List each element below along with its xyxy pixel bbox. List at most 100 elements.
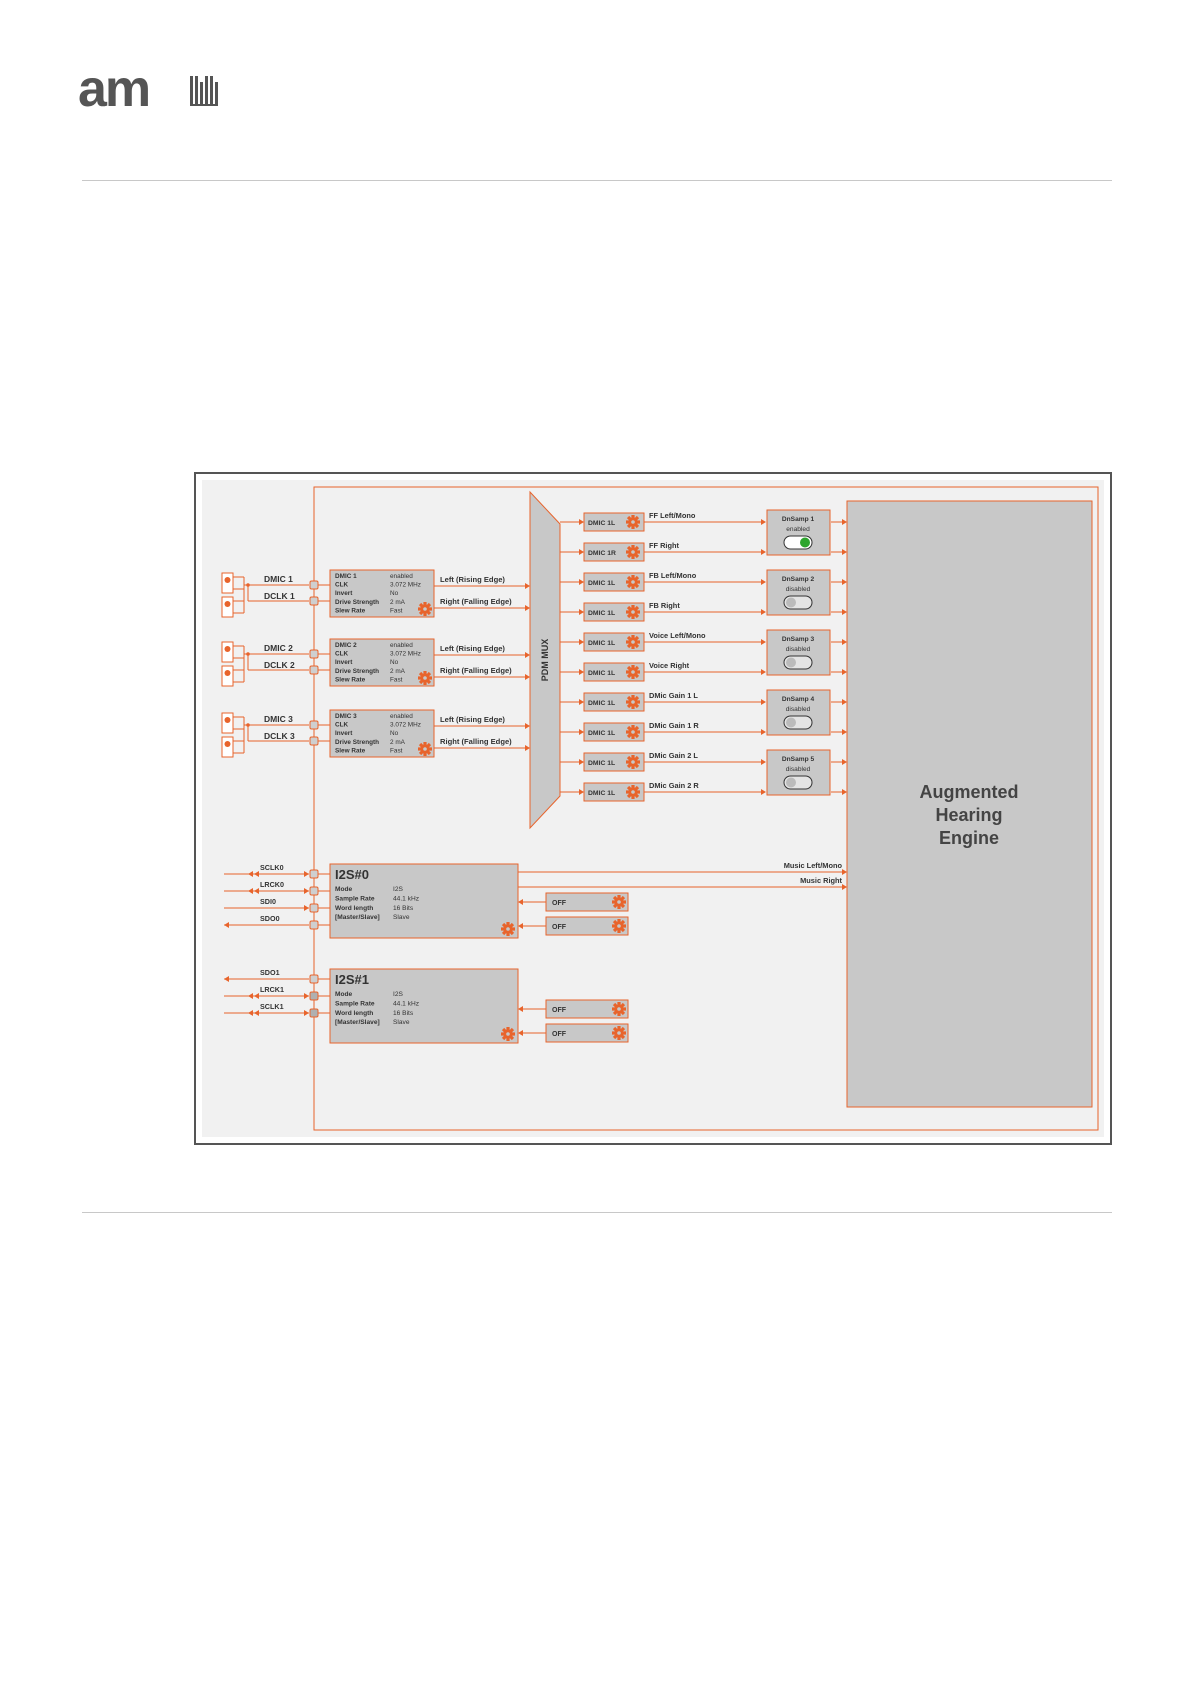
off-settings-gear-icon[interactable] [612,895,626,909]
gear-hole [506,1032,510,1036]
mux-settings-gear-icon[interactable] [626,635,640,649]
arrow-icon [761,789,766,795]
off-settings-gear-icon[interactable] [612,1026,626,1040]
dmic-settings-gear-icon[interactable] [418,742,432,756]
mux-settings-gear-icon[interactable] [626,545,640,559]
chip-outline [313,486,1099,1131]
dnsamp-state: disabled [786,646,811,653]
gear-hole [617,924,621,928]
mux-settings-gear-icon[interactable] [626,575,640,589]
mux-settings-gear-icon[interactable] [626,605,640,619]
gear-tooth [506,1027,510,1031]
pin-in-arrow-icon [304,1010,309,1016]
dmic-config-block[interactable] [329,569,435,618]
i2s-title: I2S#0 [335,867,369,882]
pin-bidir-arrow-icon [248,888,253,894]
gear-tooth [617,895,621,899]
dmic-param-name: DMIC 3 [335,713,357,720]
i2s-config-block[interactable] [329,863,519,939]
i2s-param-name: Sample Rate [335,895,375,902]
dmic-config-block[interactable] [329,638,435,687]
i2s-title: I2S#1 [335,972,369,987]
mux-settings-gear-icon[interactable] [626,515,640,529]
dnsamp-toggle[interactable] [783,535,813,550]
pin-bidir-arrow-icon [248,871,253,877]
gear-tooth [631,765,635,769]
i2s-settings-gear-icon[interactable] [501,1027,515,1041]
dmic-pad [309,720,319,730]
dmic-config-block[interactable] [329,709,435,758]
route-label: DMic Gain 1 L [649,691,698,700]
gear-tooth [423,671,427,675]
mux-settings-gear-icon[interactable] [626,785,640,799]
i2s-pin-label: SDO0 [260,914,280,923]
dnsamp-toggle[interactable] [783,595,813,610]
arrow-icon [761,699,766,705]
gear-tooth [631,525,635,529]
header-rule [82,180,1112,181]
i2s-param-name: Mode [335,886,353,893]
gear-tooth [631,735,635,739]
i2s-pin-label: LRCK0 [260,880,284,889]
route-label: Voice Right [649,661,690,670]
right-output-label: Right (Falling Edge) [440,666,512,675]
i2s-pin-label: SCLK1 [260,1002,284,1011]
pdm-mux [529,490,561,830]
dmic-pad [309,580,319,590]
off-settings-gear-icon[interactable] [612,919,626,933]
mux-settings-gear-icon[interactable] [626,665,640,679]
i2s-pin-pad [309,886,319,896]
i2s-pin-pad [309,991,319,1001]
off-label: OFF [552,900,567,907]
dmic-param-name: CLK [335,722,349,729]
i2s-pin-pad [309,1008,319,1018]
route-label: FF Left/Mono [649,511,696,520]
i2s-settings-gear-icon[interactable] [501,922,515,936]
dmic-settings-gear-icon[interactable] [418,602,432,616]
dnsamp-toggle[interactable] [783,775,813,790]
arrow-icon [761,609,766,615]
pin-bidir-arrow-icon [254,871,259,877]
dclk-pad [309,665,319,675]
off-settings-gear-icon[interactable] [612,1002,626,1016]
mux-settings-gear-icon[interactable] [626,755,640,769]
arrow-icon [518,923,523,929]
dnsamp-state: disabled [786,706,811,713]
dnsamp-toggle[interactable] [783,715,813,730]
arrow-icon [579,699,584,705]
arrow-icon [842,549,847,555]
mux-select-label: DMIC 1R [588,550,616,557]
augmented-hearing-engine [846,500,1093,1108]
dclk-pad [309,596,319,606]
dmic-param-value: 2 mA [390,739,406,746]
arrow-icon [842,669,847,675]
mux-settings-gear-icon[interactable] [626,695,640,709]
arrow-icon [761,549,766,555]
pin-out-arrow-icon [224,976,229,982]
toggle-knob [786,597,796,608]
i2s-config-block[interactable] [329,968,519,1044]
mux-select-label: DMIC 1L [588,700,615,707]
arrow-icon [761,579,766,585]
dnsamp-toggle[interactable] [783,655,813,670]
gear-tooth [631,575,635,579]
arrow-icon [525,583,530,589]
dmic-param-value: 3.072 MHz [390,722,421,729]
dmic-settings-gear-icon[interactable] [418,671,432,685]
pin-out-arrow-icon [224,922,229,928]
mux-settings-gear-icon[interactable] [626,725,640,739]
arrow-icon [842,789,847,795]
dclk-pin-label: DCLK 1 [264,591,295,601]
arrow-icon [579,729,584,735]
mic-dot [224,577,231,583]
dnsamp-state: disabled [786,586,811,593]
dnsamp-title: DnSamp 4 [782,696,815,703]
i2s-param-name: Word length [335,1010,373,1017]
arrow-icon [525,605,530,611]
gear-tooth [631,695,635,699]
gear-hole [631,670,635,674]
mux-select-label: DMIC 1L [588,640,615,647]
arrow-icon [579,579,584,585]
arrow-icon [518,899,523,905]
